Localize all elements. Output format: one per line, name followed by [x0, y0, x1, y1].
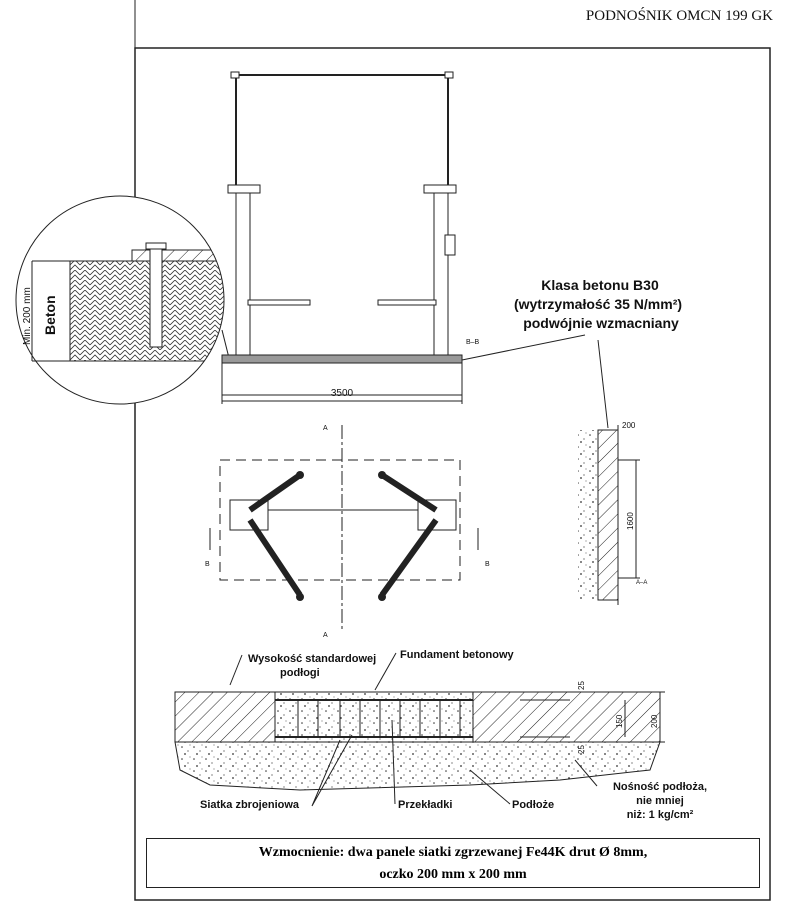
side-length-dim: 1600	[626, 512, 635, 530]
foundation-label: Fundament betonowy	[400, 649, 515, 661]
anchor-detail: Min. 200 mm Beton	[15, 0, 233, 440]
svg-text:Klasa betonu B30: Klasa betonu B30	[541, 277, 659, 293]
elevation-section-mark: B–B	[466, 339, 480, 346]
dim-bottom: 25	[577, 745, 586, 754]
capacity-label-1: Nośność podłoża,	[613, 781, 707, 793]
reinforcement-note: Wzmocnienie: dwa panele siatki zgrzewane…	[146, 838, 760, 888]
detail-dim-label: Min. 200 mm	[22, 287, 33, 345]
dim-mid: 150	[615, 714, 624, 728]
dim-total: 200	[650, 714, 659, 728]
concrete-class-note: Klasa betonu B30 (wytrzymałość 35 N/mm²)…	[514, 277, 682, 429]
floor-height-label: Wysokość standardowej	[248, 653, 376, 665]
subsoil-label: Podłoże	[512, 799, 554, 811]
plan-mark-b-right: B	[485, 561, 490, 568]
detail-material-label: Beton	[42, 295, 58, 335]
dim-top: 25	[577, 681, 586, 690]
reinforcement-note-line2: oczko 200 mm x 200 mm	[379, 867, 527, 882]
sheet-frame	[134, 47, 771, 901]
reinforcement-note-line1: Wzmocnienie: dwa panele siatki zgrzewane…	[258, 845, 648, 860]
elevation-width-dim: 3500	[331, 388, 354, 399]
plan-mark-a-top: A	[323, 425, 328, 432]
mesh-label: Siatka zbrojeniowa	[200, 799, 300, 811]
capacity-label-3: niż: 1 kg/cm²	[627, 809, 694, 821]
svg-text:podwójnie wzmacniany: podwójnie wzmacniany	[523, 315, 679, 331]
floor-height-label-2: podłogi	[280, 667, 320, 679]
plan-view: A A B B	[205, 425, 490, 639]
side-width-dim: 200	[622, 421, 636, 430]
lift-elevation: 3500 B–B	[221, 71, 586, 404]
capacity-label-2: nie mniej	[636, 795, 684, 807]
side-section-mark: A–A	[636, 580, 647, 586]
side-section: 200 1600 A–A	[578, 421, 647, 605]
page-title: PODNOŚNIK OMCN 199 GK	[585, 8, 773, 24]
plan-mark-a-bottom: A	[323, 632, 328, 639]
svg-text:(wytrzymałość 35 N/mm²): (wytrzymałość 35 N/mm²)	[514, 296, 682, 312]
foundation-section: 25 150 200 25 Wysokość standardowej podł…	[174, 649, 707, 821]
plan-mark-b-left: B	[205, 561, 210, 568]
spacers-label: Przekładki	[398, 799, 452, 811]
